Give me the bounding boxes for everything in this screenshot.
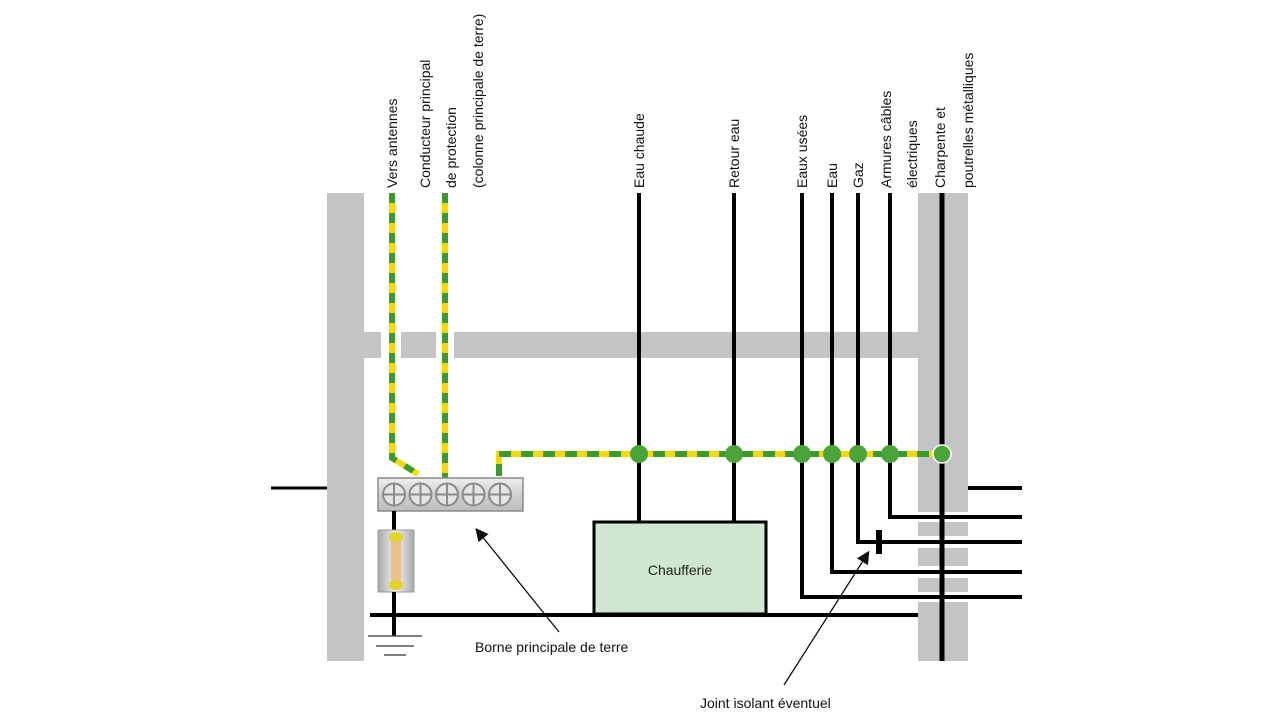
screw-icon (435, 482, 459, 507)
top-label-gaz: Gaz (850, 162, 866, 188)
screw-icon (408, 482, 433, 507)
node-eaux-usees (793, 445, 811, 463)
top-label-armures: Armures câbles (878, 91, 894, 188)
terminal-label: Borne principale de terre (475, 639, 629, 655)
node-retour-eau (725, 445, 743, 463)
floor-beam (364, 332, 920, 358)
top-labels: Vers antennes Conducteur principal de prot… (384, 14, 976, 188)
node-eau (823, 445, 841, 463)
screw-icon (461, 482, 486, 507)
top-label-antennes: Vers antennes (384, 98, 400, 188)
top-label-armures: électriques (904, 120, 920, 188)
screw-icon (488, 482, 512, 507)
joint-label: Joint isolant éventuel (700, 695, 831, 711)
bonding-nodes (630, 444, 952, 464)
terminal-screws (382, 482, 512, 507)
top-label-charpente: poutrelles métalliques (960, 53, 976, 188)
top-label-conducteur: Conducteur principal (417, 60, 433, 188)
armures-cables (888, 193, 1022, 519)
pipe-eaux-usees (800, 193, 1022, 599)
top-label-eau-chaude: Eau chaude (631, 113, 647, 188)
node-charpente (932, 444, 952, 464)
top-label-charpente: Charpente et (932, 107, 948, 188)
top-label-retour-eau: Retour eau (726, 119, 742, 188)
joint-leader-arrow (783, 550, 870, 686)
top-label-eaux-usees: Eaux usées (794, 115, 810, 188)
top-label-eau: Eau (824, 163, 840, 188)
main-earth-terminal (377, 477, 524, 512)
node-gaz (849, 445, 867, 463)
top-label-conducteur: de protection (443, 107, 459, 188)
ground-icon (368, 635, 422, 656)
pipe-gaz (856, 193, 1022, 544)
screw-icon (382, 482, 406, 507)
pipe-eau (830, 193, 1022, 574)
joint-isolant (876, 530, 882, 554)
terminal-leader-arrow (475, 527, 560, 633)
top-label-conducteur: (colonne principale de terre) (470, 14, 486, 188)
boiler-box (592, 520, 768, 616)
node-eau-chaude (630, 445, 648, 463)
left-wall (327, 193, 364, 661)
node-armures (881, 445, 899, 463)
boiler-label: Chaufferie (648, 562, 713, 578)
test-link (377, 529, 415, 593)
